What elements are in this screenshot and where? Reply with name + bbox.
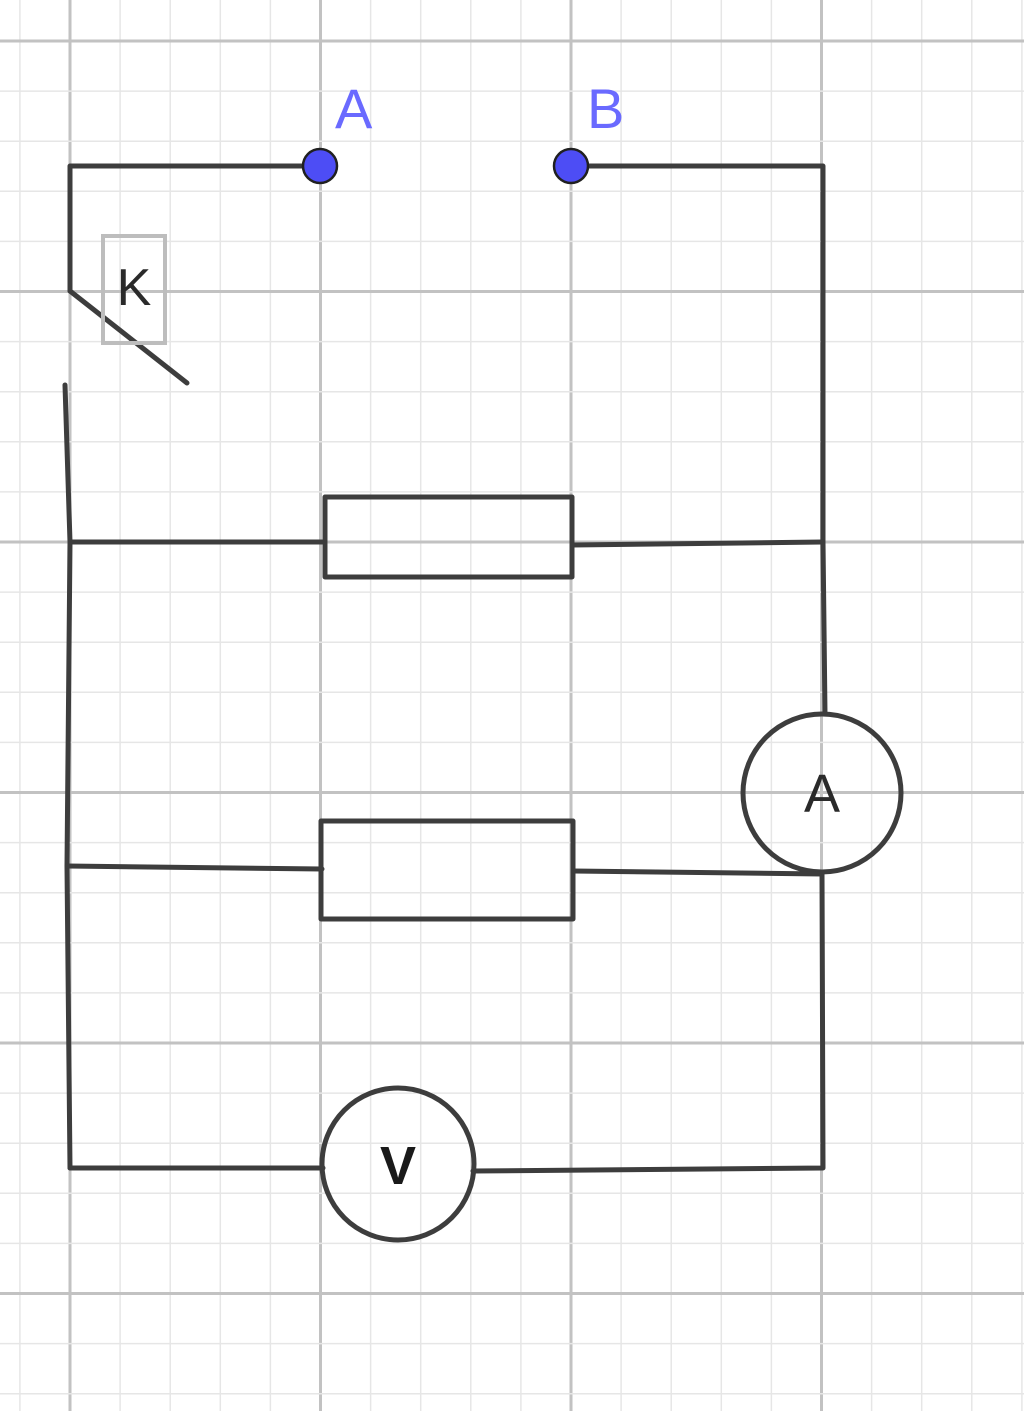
voltmeter-circle xyxy=(319,1085,477,1243)
resistor-2 xyxy=(318,818,576,922)
wire-right-lower xyxy=(470,869,826,1174)
wire-resistor1-right xyxy=(569,539,826,548)
voltmeter-label: V xyxy=(380,1136,416,1196)
switch-label-box xyxy=(101,234,167,345)
wire-resistor2-right xyxy=(570,868,825,877)
terminal-b-label: B xyxy=(587,77,624,140)
switch-label: K xyxy=(117,259,152,317)
wire-left-bus xyxy=(64,539,73,1171)
wire-top-left xyxy=(67,163,323,294)
terminal-b-dot xyxy=(552,147,590,185)
terminal-b[interactable]: B xyxy=(552,77,624,185)
terminal-a-label: A xyxy=(335,77,373,140)
terminal-a-dot xyxy=(301,147,339,185)
switch-lower-contact xyxy=(62,382,73,545)
terminal-a[interactable]: A xyxy=(301,77,373,185)
wire-resistor2-left xyxy=(64,863,325,872)
ammeter-label: A xyxy=(804,764,840,824)
wire-top-right xyxy=(568,163,826,545)
switch-k[interactable]: K xyxy=(62,234,190,545)
resistor-1 xyxy=(322,494,575,580)
wire-right-to-ammeter xyxy=(820,539,828,717)
voltmeter[interactable]: V xyxy=(319,1085,477,1243)
switch-blade xyxy=(67,288,190,386)
